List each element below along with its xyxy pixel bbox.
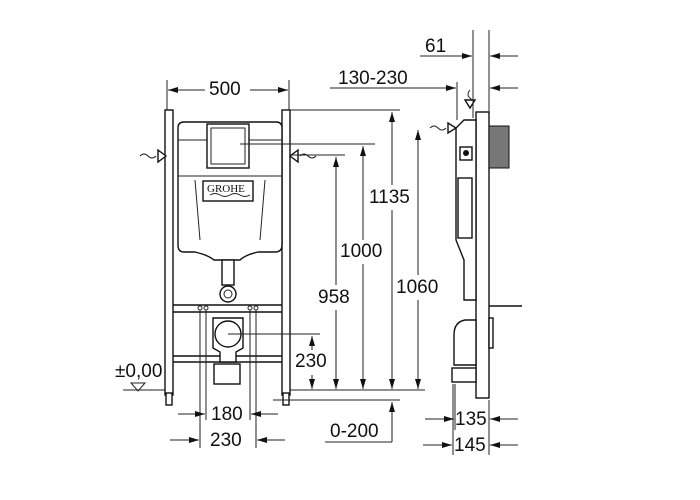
water-inlet-arrows bbox=[139, 148, 317, 164]
dim-depth-145: 145 bbox=[454, 435, 486, 456]
dim-height-958: 958 bbox=[318, 287, 350, 308]
dimension-lines bbox=[123, 80, 425, 448]
dim-drain-230: 230 bbox=[295, 351, 327, 372]
floor-level-label: ±0,00 bbox=[115, 361, 163, 382]
dim-spacing-180: 180 bbox=[211, 404, 243, 425]
dim-height-1135: 1135 bbox=[369, 187, 410, 208]
dim-height-1000: 1000 bbox=[340, 241, 383, 262]
side-view bbox=[330, 30, 522, 455]
brand-logo: GROHE bbox=[207, 183, 245, 195]
dim-width-500: 500 bbox=[209, 79, 241, 100]
dim-adjust-0-200: 0-200 bbox=[330, 421, 379, 442]
dim-depth-61: 61 bbox=[425, 36, 447, 57]
dim-depth-135: 135 bbox=[455, 409, 487, 430]
cistern bbox=[177, 121, 283, 385]
dim-height-1060: 1060 bbox=[396, 277, 439, 298]
dim-offset-130-230: 130-230 bbox=[338, 68, 408, 89]
dim-spacing-230: 230 bbox=[210, 430, 242, 451]
